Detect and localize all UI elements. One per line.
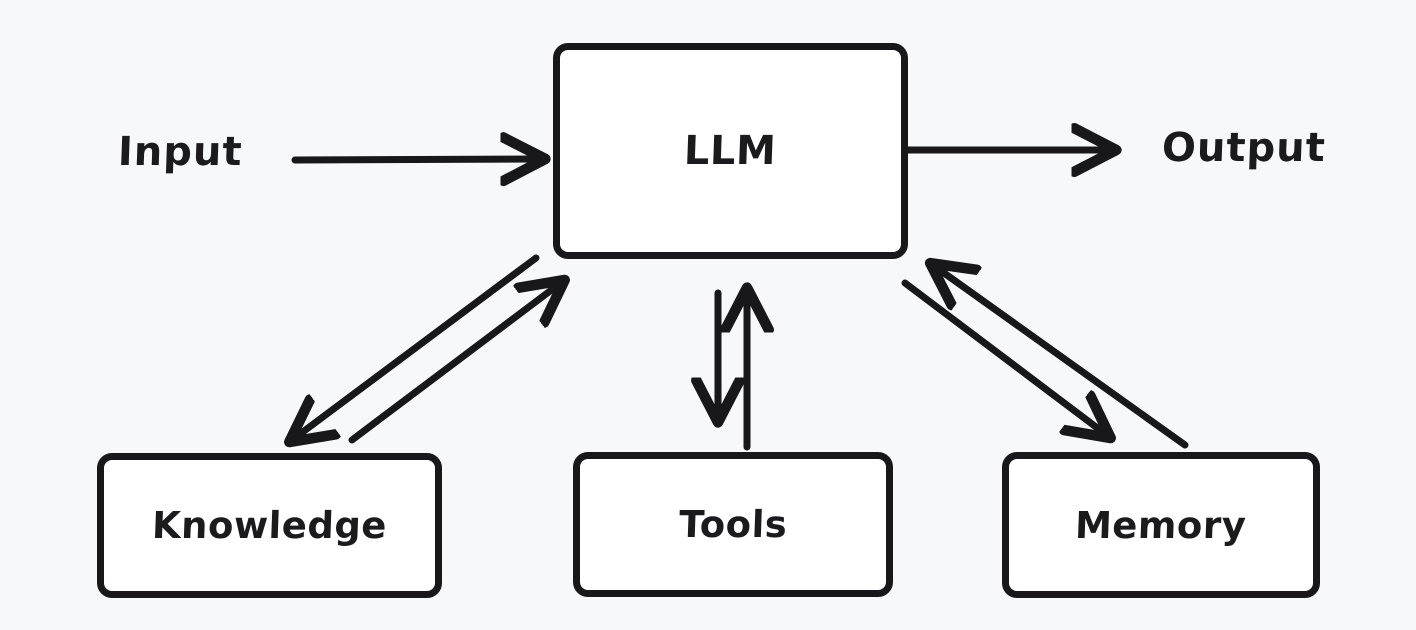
edge-input-to-llm (291, 159, 537, 160)
node-memory-label: Memory (1074, 503, 1248, 547)
node-llm-label: LLM (683, 128, 778, 174)
node-knowledge-label: Knowledge (151, 504, 388, 547)
node-memory[interactable]: Memory (1002, 452, 1320, 598)
node-tools-label: Tools (678, 503, 788, 546)
node-llm[interactable]: LLM (553, 43, 908, 259)
node-tools[interactable]: Tools (573, 452, 893, 597)
input-label: Input (117, 129, 244, 175)
node-knowledge[interactable]: Knowledge (97, 453, 442, 598)
edge-llm-to-memory (901, 279, 1104, 433)
output-label: Output (1161, 125, 1327, 171)
edge-knowledge-to-llm (348, 285, 558, 444)
edge-llm-to-knowledge (296, 254, 540, 437)
edge-memory-to-llm (937, 268, 1189, 449)
